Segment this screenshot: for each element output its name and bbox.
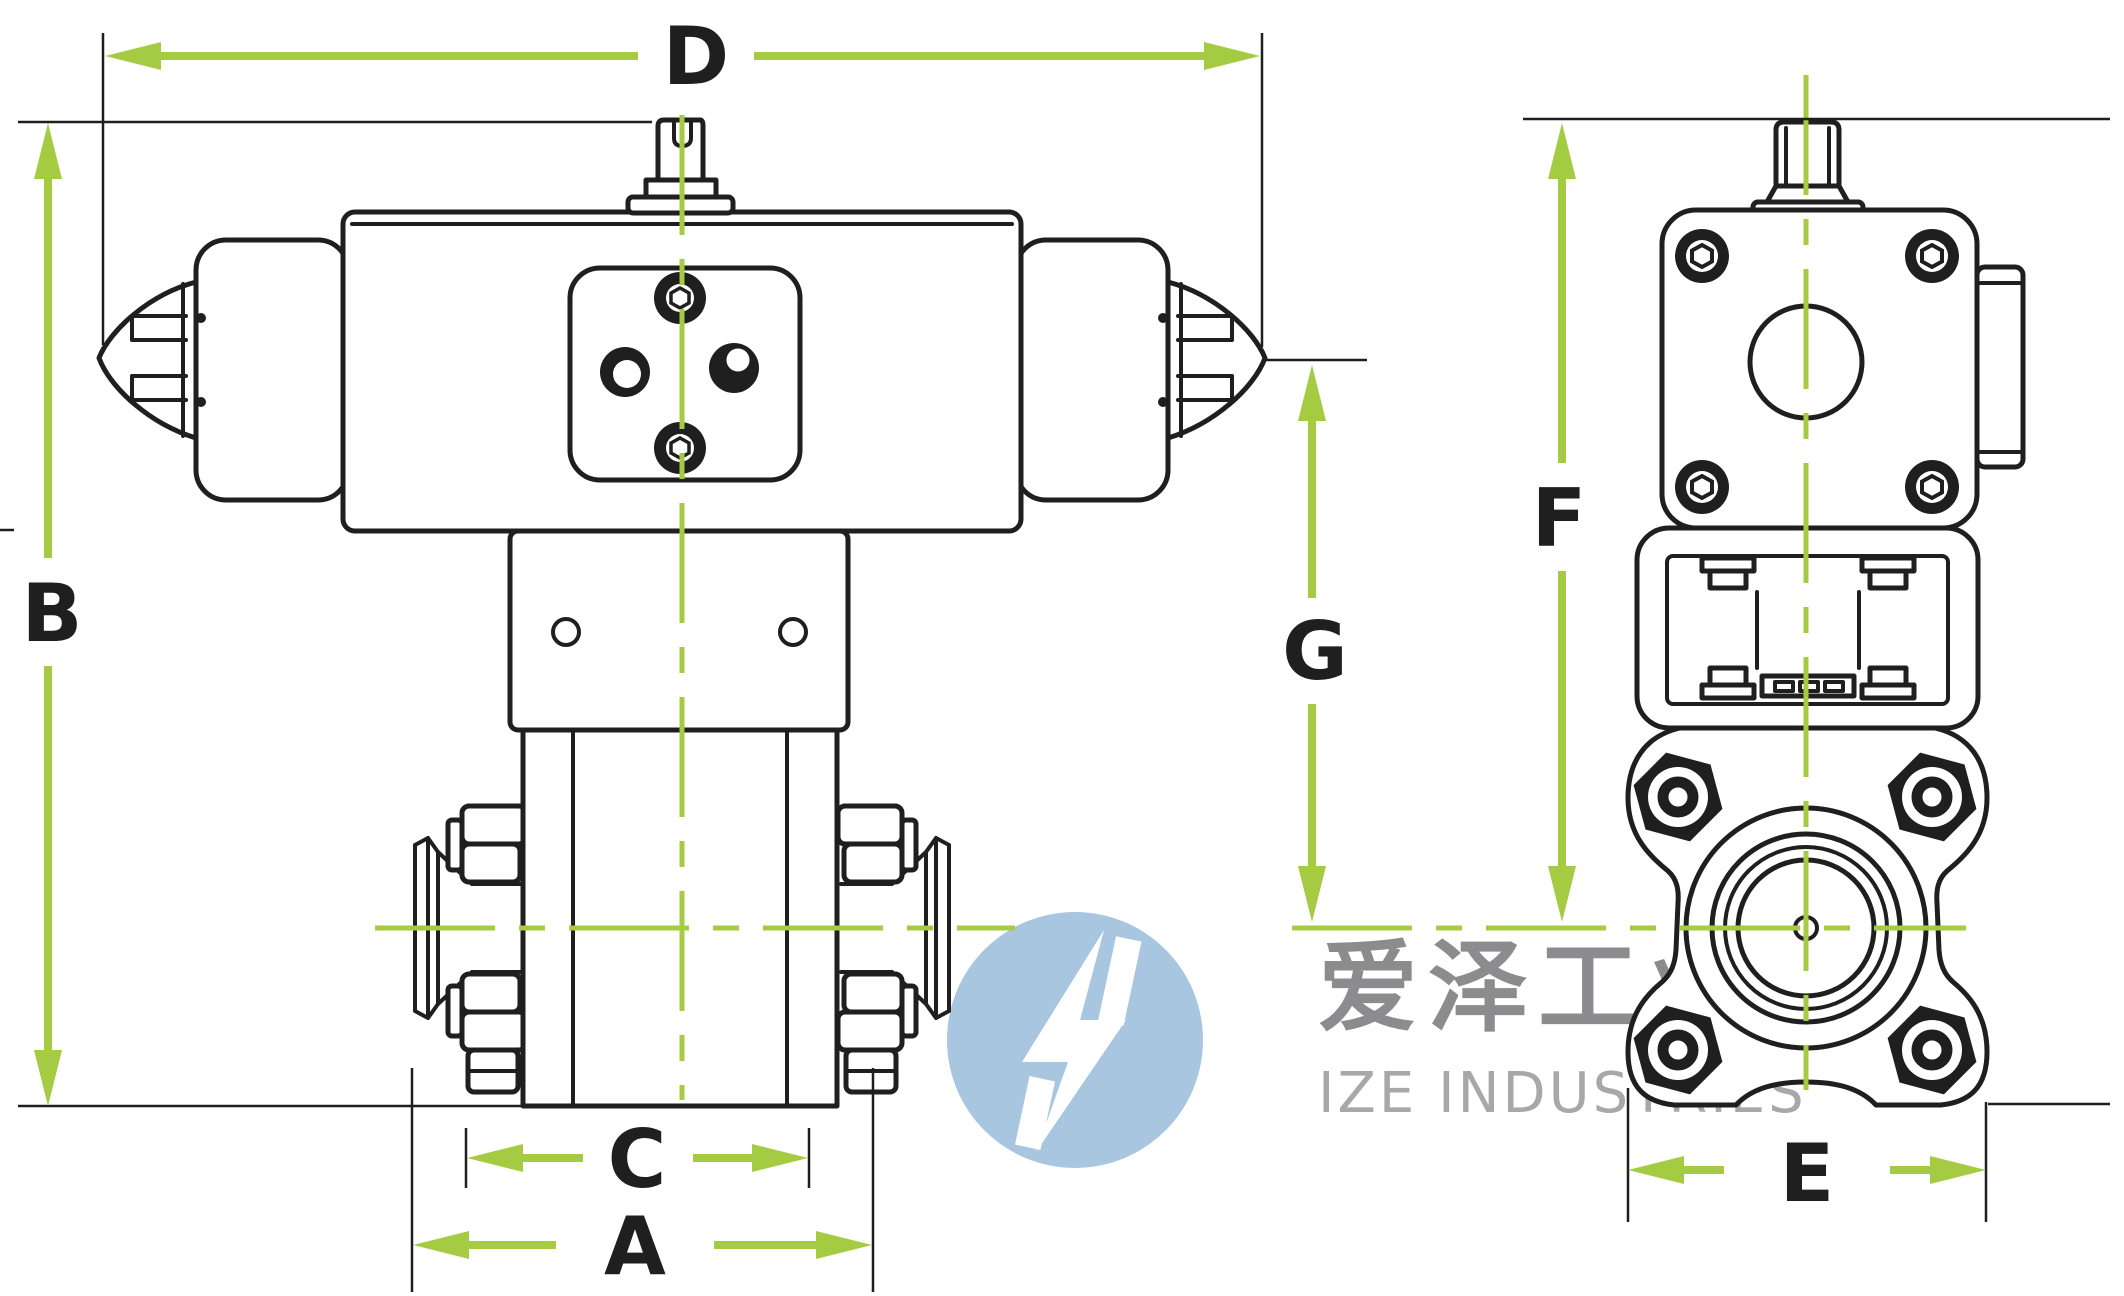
dim-label-D: D (663, 10, 729, 103)
lightning-bolt-icon (1022, 930, 1126, 1152)
dim-label-G: G (1282, 605, 1348, 698)
linkage-bolts (1699, 555, 1917, 701)
tri-clamp-left (413, 803, 529, 1095)
flange-nut-top-right (1887, 752, 1977, 842)
tri-clamp-right (835, 803, 951, 1095)
flange-nut-top-left (1633, 752, 1723, 842)
side-view (1625, 119, 2026, 1108)
dimension-C: C (467, 1113, 808, 1206)
socket-bolt-bottom-left (1675, 460, 1729, 514)
dimension-D: D (105, 10, 1260, 103)
socket-bolt-top-right (1905, 229, 1959, 283)
socket-bolt-top-left (1675, 229, 1729, 283)
reference-lines (0, 33, 2110, 1292)
dim-label-E: E (1780, 1127, 1835, 1220)
dim-label-F: F (1532, 472, 1587, 565)
plate-port-left (600, 347, 650, 397)
plate-bolt-bottom (654, 422, 706, 474)
dimension-A: A (413, 1200, 872, 1293)
dimension-B: B (22, 123, 83, 1106)
plate-bolt-top (654, 272, 706, 324)
end-cap-right (1013, 237, 1268, 503)
flange-nut-bottom-right (1887, 1005, 1977, 1095)
dimension-F: F (1532, 123, 1587, 922)
plate-port-right (709, 343, 759, 393)
dim-label-C: C (608, 1113, 667, 1206)
dimension-E: E (1628, 1127, 1986, 1220)
centerlines (375, 75, 1966, 1100)
end-cap-left (96, 237, 351, 503)
socket-bolt-bottom-right (1905, 460, 1959, 514)
actuator-end-face (1659, 207, 2026, 531)
side-tab (1974, 264, 2026, 470)
dim-label-B: B (22, 567, 83, 660)
flange-nut-bottom-left (1633, 1005, 1723, 1095)
mounting-bracket (507, 528, 851, 733)
port-plate (567, 265, 803, 483)
dimension-G: G (1282, 365, 1348, 922)
dim-label-A: A (604, 1200, 666, 1293)
